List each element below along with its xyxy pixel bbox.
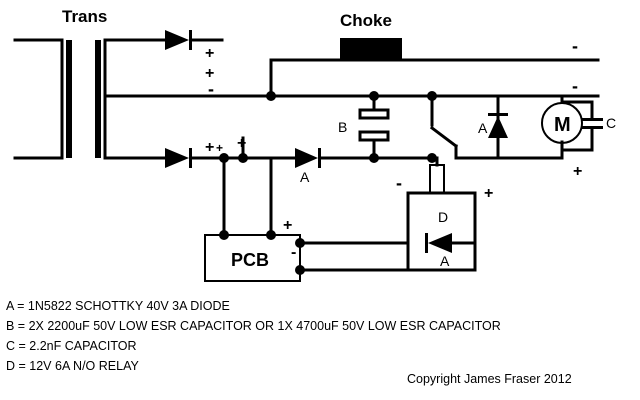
diode-bottom [165,148,189,168]
capacitor-b-label: B [338,119,347,135]
diode-a-branch: A [269,148,430,237]
choke-line: Choke - [269,11,600,98]
relay-coil-minus: - [396,173,402,193]
diode-a-3 [428,233,452,253]
pcb: PCB + - [204,217,305,282]
top-rectifier: + + [103,30,224,82]
top-rectifier-plus-1: + [205,45,214,62]
relay-coil-plus: + [484,185,493,202]
legend-item-a: A = 1N5822 SCHOTTKY 40V 3A DIODE [6,299,230,313]
motor-label: M [554,114,571,136]
bottom-rectifier: + + + [103,135,297,237]
negative-rail-minus: - [572,76,578,96]
choke-label: Choke [340,11,392,30]
capacitor-c-label: C [606,115,616,131]
diode-a-2 [488,116,508,138]
motor: M + C [496,94,616,180]
copyright-notice: Copyright James Fraser 2012 [407,372,572,386]
relay-switch [427,94,500,163]
diode-a-2-label: A [478,120,488,136]
diode-a-1-label: A [300,169,310,185]
top-rectifier-plus-2: + [205,65,214,82]
pcb-plus: + [283,217,292,234]
diode-a-3-label: A [440,253,450,269]
center-tap-minus: - [208,79,214,99]
bottom-rectifier-plus-1: + [205,139,214,156]
capacitor-b: B [338,94,390,163]
pcb-label: PCB [231,250,269,270]
pcb-minus: - [291,244,296,261]
motor-plus: + [573,163,582,180]
relay-coil: - + D [298,156,493,272]
legend-item-c: C = 2.2nF CAPACITOR [6,339,137,353]
motor-diode: A [478,94,508,160]
component-legend: A = 1N5822 SCHOTTKY 40V 3A DIODE B = 2X … [6,296,501,376]
coil-diode: A [298,233,477,269]
choke-line-minus: - [572,36,578,56]
choke [340,38,402,60]
relay-coil-label: D [438,209,448,225]
transformer-label: Trans [62,7,107,26]
diode-top [165,30,189,50]
negative-rail: - - [103,76,600,101]
diode-a-1 [295,148,318,168]
transformer: Trans [13,7,107,160]
legend-item-b: B = 2X 2200uF 50V LOW ESR CAPACITOR OR 1… [6,319,501,333]
bottom-rectifier-plus-3: + [216,141,223,155]
legend-item-d: D = 12V 6A N/O RELAY [6,359,139,373]
